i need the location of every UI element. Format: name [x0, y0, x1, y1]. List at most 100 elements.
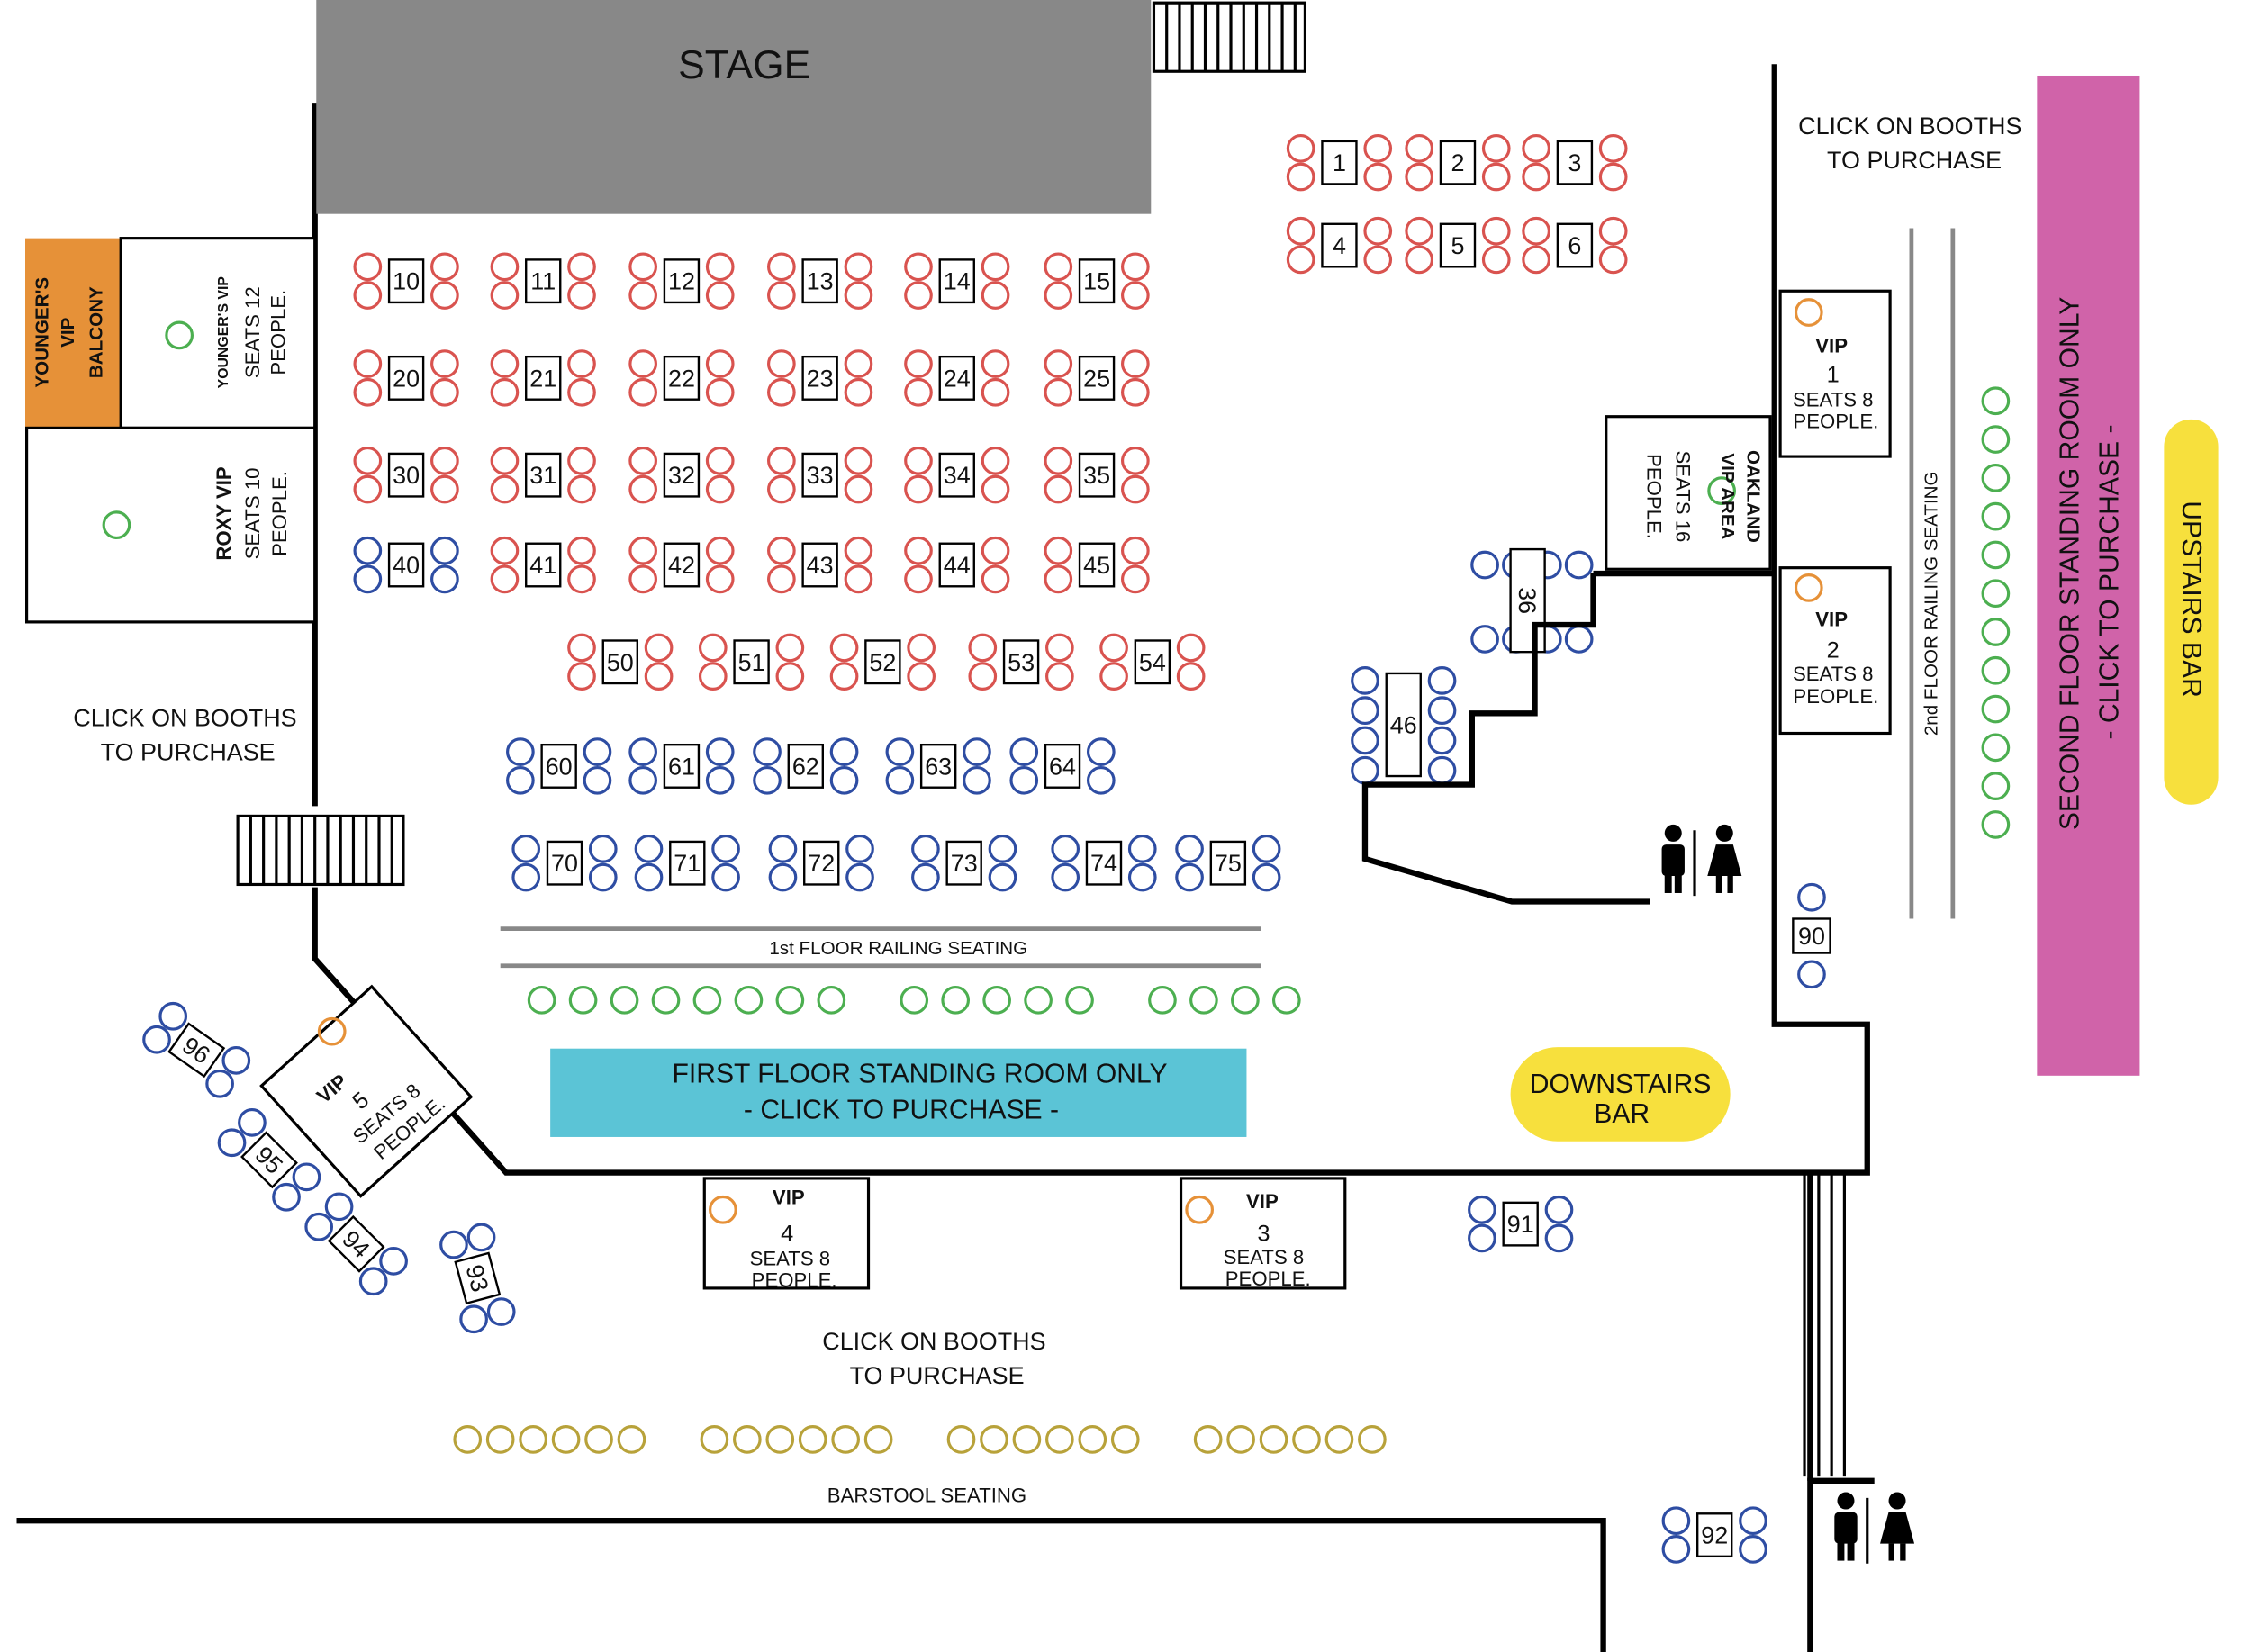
table-21[interactable]: 21	[525, 355, 562, 401]
seat[interactable]	[583, 765, 612, 795]
table-45[interactable]: 45	[1078, 542, 1116, 588]
seat[interactable]	[511, 835, 541, 863]
seat[interactable]	[430, 474, 459, 504]
seat[interactable]	[567, 281, 596, 310]
table-10[interactable]: 10	[387, 258, 425, 304]
vip-booth-1[interactable]: VIP 1 SEATS 8 PEOPLE.	[1778, 289, 1892, 458]
barstool-seat[interactable]	[1358, 1425, 1387, 1454]
railing-seat[interactable]	[1981, 540, 2011, 570]
seat[interactable]	[1176, 633, 1206, 663]
seat[interactable]	[988, 862, 1017, 892]
seat[interactable]	[1522, 245, 1550, 275]
railing-seat[interactable]	[1189, 985, 1218, 1015]
seat[interactable]	[1044, 446, 1073, 475]
seat[interactable]	[829, 737, 859, 766]
barstool-seat[interactable]	[831, 1425, 861, 1454]
seat[interactable]	[1797, 960, 1826, 989]
seat[interactable]	[1044, 377, 1073, 407]
railing-seat[interactable]	[817, 985, 846, 1015]
seat[interactable]	[158, 1001, 188, 1031]
seat[interactable]	[1044, 536, 1073, 565]
seat[interactable]	[885, 765, 915, 795]
seat[interactable]	[904, 281, 933, 310]
table-75[interactable]: 75	[1209, 840, 1247, 886]
seat[interactable]	[1009, 765, 1039, 795]
table-90[interactable]: 90	[1792, 917, 1831, 954]
railing-seat[interactable]	[775, 985, 805, 1015]
seat[interactable]	[1051, 835, 1080, 863]
seat[interactable]	[588, 862, 618, 892]
seat[interactable]	[844, 377, 873, 407]
seat[interactable]	[705, 474, 735, 504]
seat[interactable]	[1427, 666, 1457, 695]
seat[interactable]	[1120, 446, 1150, 475]
table-22[interactable]: 22	[663, 355, 701, 401]
seat[interactable]	[379, 1246, 408, 1276]
vip-booth-4[interactable]: VIP 4 SEATS 8 PEOPLE.	[702, 1177, 871, 1291]
seat[interactable]	[567, 564, 596, 594]
seat[interactable]	[705, 564, 735, 594]
seat[interactable]	[430, 564, 459, 594]
railing-seat[interactable]	[1271, 985, 1301, 1015]
seat[interactable]	[1099, 633, 1128, 663]
table-61[interactable]: 61	[663, 743, 701, 789]
railing-seat[interactable]	[1981, 579, 2011, 609]
table-91[interactable]: 91	[1502, 1201, 1539, 1247]
table-73[interactable]: 73	[945, 840, 982, 886]
seat[interactable]	[1661, 1535, 1691, 1564]
vip-5-seat[interactable]	[317, 1016, 347, 1046]
seat[interactable]	[711, 835, 740, 863]
seat[interactable]	[1045, 662, 1074, 691]
seat[interactable]	[981, 536, 1010, 565]
railing-seat[interactable]	[1065, 985, 1094, 1015]
table-95[interactable]: 95	[240, 1131, 298, 1189]
seat[interactable]	[911, 835, 940, 863]
seat[interactable]	[1351, 755, 1379, 785]
seat[interactable]	[511, 862, 541, 892]
seat[interactable]	[904, 474, 933, 504]
barstool-seat[interactable]	[1292, 1425, 1321, 1454]
seat[interactable]	[439, 1230, 468, 1259]
barstool-seat[interactable]	[863, 1425, 893, 1454]
barstool-seat[interactable]	[1259, 1425, 1288, 1454]
table-15[interactable]: 15	[1078, 258, 1116, 304]
seat[interactable]	[1351, 666, 1379, 695]
barstool-seat[interactable]	[700, 1425, 729, 1454]
table-43[interactable]: 43	[801, 542, 838, 588]
vip-booth-5[interactable]	[259, 984, 474, 1198]
table-4[interactable]: 4	[1321, 222, 1358, 268]
seat[interactable]	[217, 1128, 247, 1158]
barstool-seat[interactable]	[519, 1425, 547, 1454]
seat[interactable]	[988, 835, 1017, 863]
seat[interactable]	[205, 1069, 234, 1098]
railing-seat[interactable]	[1981, 694, 2011, 724]
seat[interactable]	[490, 446, 520, 475]
seat[interactable]	[767, 252, 796, 282]
seat[interactable]	[1427, 696, 1457, 725]
seat[interactable]	[767, 564, 796, 594]
seat[interactable]	[353, 252, 383, 282]
barstool-seat[interactable]	[551, 1425, 581, 1454]
seat[interactable]	[981, 474, 1010, 504]
seat[interactable]	[1522, 133, 1550, 163]
table-93[interactable]: 93	[454, 1251, 502, 1305]
seat[interactable]	[844, 281, 873, 310]
seat[interactable]	[459, 1304, 488, 1334]
seat[interactable]	[490, 564, 520, 594]
seat[interactable]	[753, 737, 782, 766]
table-31[interactable]: 31	[525, 452, 562, 498]
railing-seat[interactable]	[1981, 655, 2011, 685]
seat[interactable]	[1127, 835, 1157, 863]
seat[interactable]	[1522, 216, 1550, 246]
seat[interactable]	[968, 633, 998, 663]
seat[interactable]	[567, 349, 596, 378]
vip-booth-3[interactable]: VIP 3 SEATS 8 PEOPLE.	[1179, 1177, 1347, 1290]
seat[interactable]	[829, 662, 859, 691]
table-23[interactable]: 23	[801, 355, 838, 401]
seat[interactable]	[430, 281, 459, 310]
seat[interactable]	[753, 765, 782, 795]
second-floor-standing-button[interactable]: SECOND FLOOR STANDING ROOM ONLY - CLICK …	[2037, 75, 2140, 1076]
seat[interactable]	[644, 662, 674, 691]
seat[interactable]	[1481, 245, 1511, 275]
seat[interactable]	[430, 377, 459, 407]
